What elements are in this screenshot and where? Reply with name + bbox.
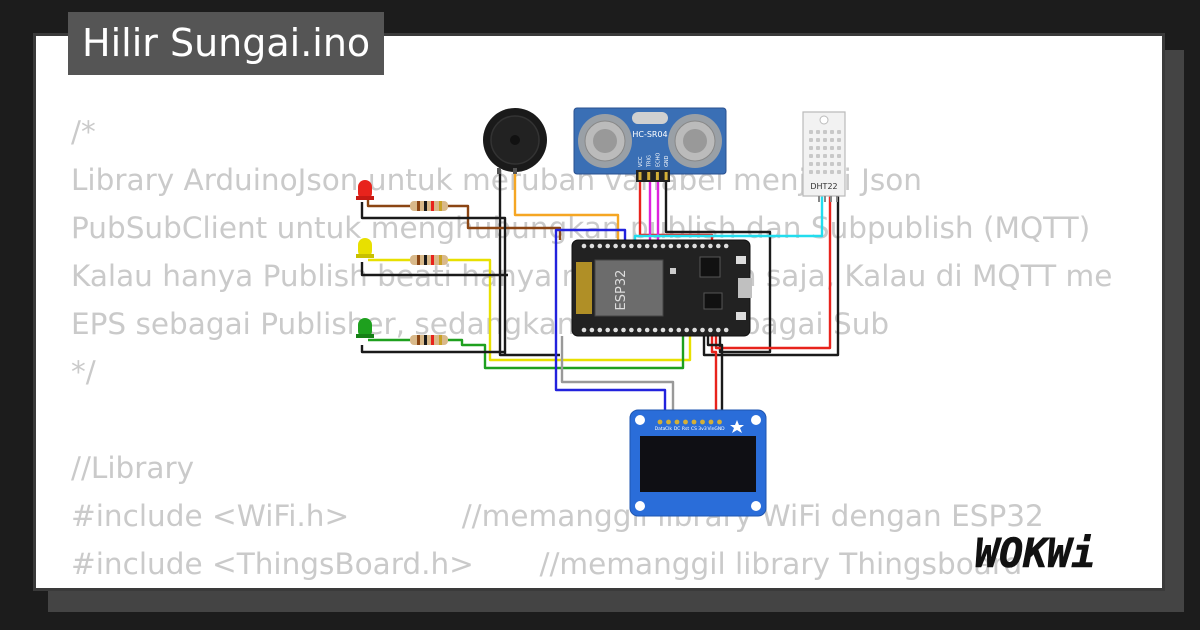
wokwi-logo[interactable]: WOKWi bbox=[975, 527, 1155, 577]
code-line: //Library bbox=[71, 451, 195, 485]
project-card[interactable]: /* Library ArduinoJson untuk merubah vari… bbox=[33, 33, 1165, 591]
code-line: Library ArduinoJson untuk merubah variab… bbox=[71, 163, 922, 197]
project-title[interactable]: Hilir Sungai.ino bbox=[68, 12, 385, 75]
wokwi-logo-text: WOKWi bbox=[975, 531, 1095, 577]
code-line bbox=[71, 396, 1162, 444]
code-line: Kalau hanya Publish beati hanya mengirim… bbox=[71, 259, 1113, 293]
code-line: #include <ThingsBoard.h> //memanggil lib… bbox=[71, 547, 1023, 581]
code-line: PubSubClient untuk menghubungkan publish… bbox=[71, 211, 1091, 245]
code-preview: /* Library ArduinoJson untuk merubah vari… bbox=[71, 108, 1162, 588]
code-line: */ bbox=[71, 355, 96, 389]
code-line: /* bbox=[71, 115, 96, 149]
code-line: EPS sebagai Publisher, sedangkan Android… bbox=[71, 307, 890, 341]
